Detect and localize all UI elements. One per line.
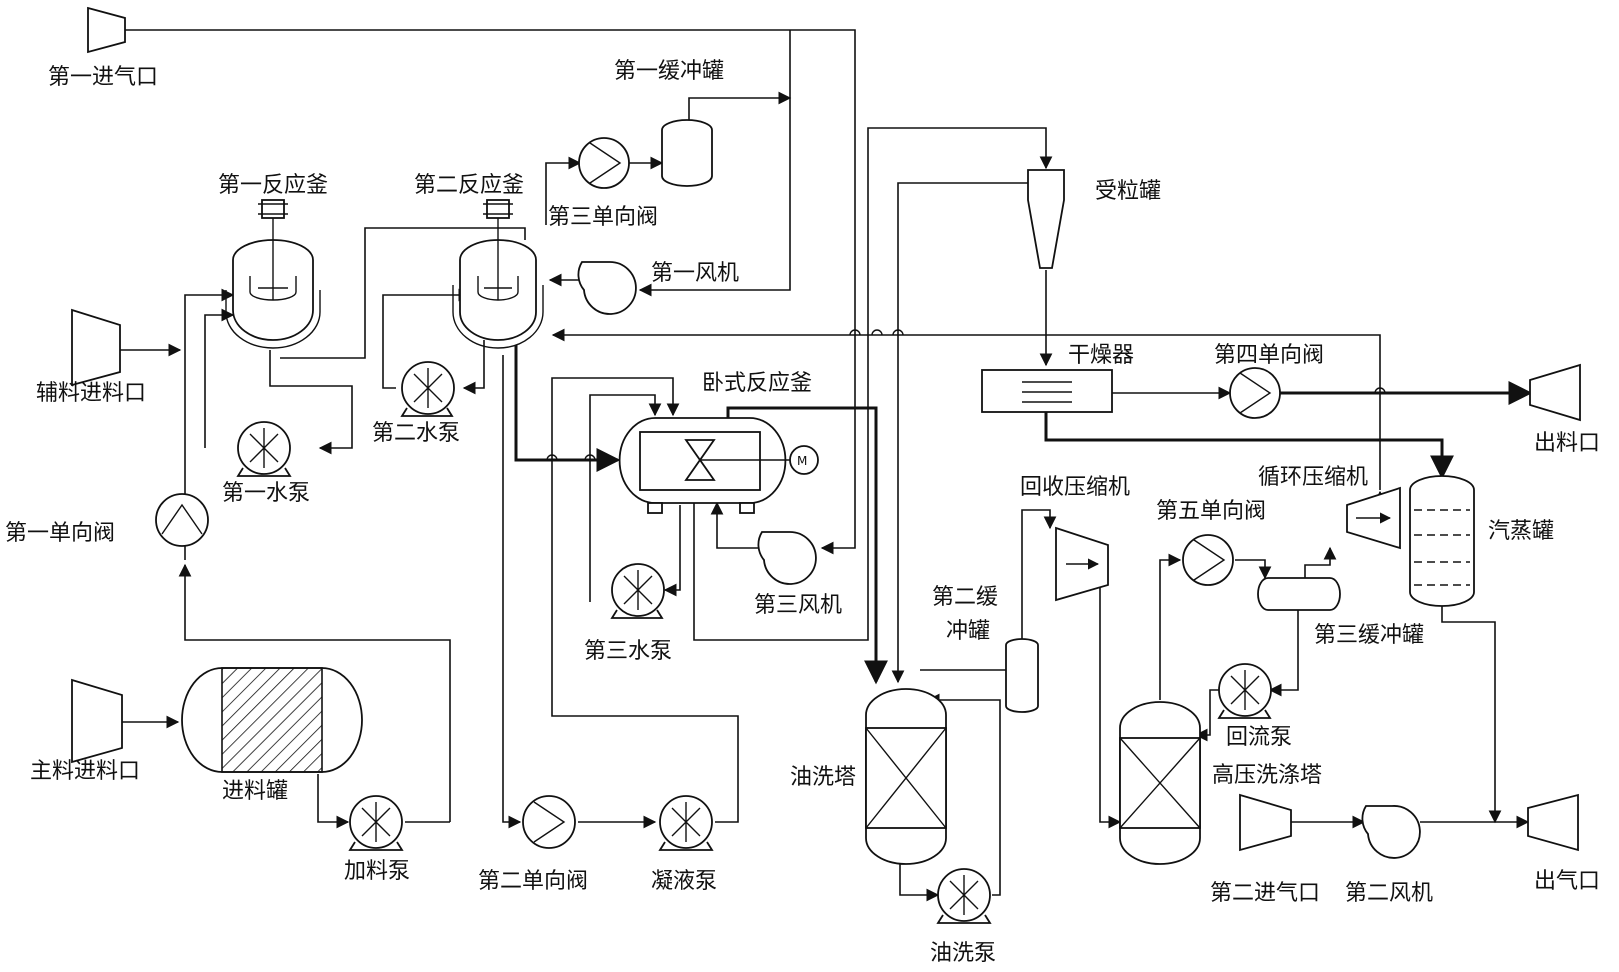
particle-tank-icon [1027, 169, 1065, 269]
check-valve-4-icon [1229, 367, 1281, 419]
reflux-pump-icon [1217, 663, 1272, 719]
water-pump-2-icon [400, 361, 455, 417]
discharge-outlet-label: 出料口 [1534, 431, 1600, 456]
recovery-compressor-icon [1055, 526, 1109, 602]
buffer-tank-2-label-line2: 冲罐 [946, 619, 990, 644]
check-valve-5-icon [1182, 534, 1234, 586]
reactor-2-label: 第二反应釜 [414, 173, 524, 198]
aux-feed-inlet-icon [71, 308, 121, 387]
horizontal-reactor-icon [618, 417, 819, 514]
check-valve-4-label: 第四单向阀 [1214, 343, 1324, 368]
fan-3-label: 第三风机 [754, 593, 842, 618]
check-valve-2-label: 第二单向阀 [478, 869, 588, 894]
pipes [120, 29, 1533, 902]
buffer-tank-2-label-line1: 第二缓 [932, 585, 998, 610]
gas-outlet-icon [1527, 793, 1579, 852]
reactor-1-icon [225, 199, 321, 349]
reactor-1-label: 第一反应釜 [218, 173, 328, 198]
reflux-pump-label: 回流泵 [1226, 725, 1292, 750]
water-pump-1-label: 第一水泵 [222, 481, 310, 506]
gas-inlet-2-icon [1239, 793, 1292, 852]
dryer-icon [981, 369, 1113, 413]
discharge-outlet-icon [1529, 363, 1581, 422]
oil-wash-pump-label: 油洗泵 [930, 941, 996, 966]
particle-tank-label: 受粒罐 [1095, 179, 1161, 204]
check-valve-1-label: 第一单向阀 [5, 521, 115, 546]
high-pressure-scrubber-label: 高压洗涤塔 [1212, 763, 1322, 788]
check-valve-3-label: 第三单向阀 [548, 205, 658, 230]
aux-feed-inlet-label: 辅料进料口 [36, 381, 146, 406]
pipe-crossings [546, 329, 1386, 461]
motor-label: M [797, 454, 807, 468]
fan-1-icon [577, 261, 637, 315]
recycle-compressor-label: 循环压缩机 [1258, 465, 1368, 490]
feed-tank-icon [181, 667, 363, 773]
buffer-tank-1-label: 第一缓冲罐 [614, 59, 724, 84]
main-feed-inlet-icon [71, 678, 123, 764]
recycle-compressor-icon [1346, 486, 1401, 550]
fan-1-label: 第一风机 [651, 261, 739, 286]
steam-tank-icon [1409, 475, 1475, 607]
gas-inlet-1-icon [87, 6, 126, 54]
fan-2-icon [1361, 805, 1421, 859]
condensate-pump-icon [658, 795, 714, 851]
steam-tank-label: 汽蒸罐 [1488, 519, 1554, 544]
condensate-pump-label: 凝液泵 [651, 869, 717, 894]
buffer-tank-2-icon [1005, 638, 1039, 713]
feed-pump-label: 加料泵 [344, 859, 410, 884]
gas-inlet-2-label: 第二进气口 [1210, 881, 1320, 906]
main-feed-inlet-label: 主料进料口 [30, 759, 140, 784]
water-pump-3-label: 第三水泵 [584, 639, 672, 664]
check-valve-5-label: 第五单向阀 [1156, 499, 1266, 524]
dryer-label: 干燥器 [1068, 343, 1134, 368]
buffer-tank-3-icon [1257, 577, 1341, 611]
check-valve-2-icon [522, 795, 576, 849]
buffer-tank-1-icon [661, 119, 713, 187]
feed-pump-icon [348, 795, 404, 851]
check-valve-3-icon [578, 137, 630, 189]
gas-inlet-1-label: 第一进气口 [48, 65, 158, 90]
water-pump-2-label: 第二水泵 [372, 421, 460, 446]
buffer-tank-3-label: 第三缓冲罐 [1314, 623, 1424, 648]
high-pressure-scrubber-icon [1119, 701, 1201, 865]
fan-2-label: 第二风机 [1345, 881, 1433, 906]
gas-outlet-label: 出气口 [1534, 869, 1600, 894]
oil-wash-pump-icon [936, 868, 992, 924]
reactor-2-icon [452, 199, 544, 349]
check-valve-1-icon [155, 493, 209, 547]
water-pump-1-icon [236, 421, 292, 477]
oil-wash-tower-label: 油洗塔 [790, 765, 856, 790]
fan-3-icon [757, 531, 817, 585]
water-pump-3-icon [610, 563, 665, 619]
recovery-compressor-label: 回收压缩机 [1020, 475, 1130, 500]
horizontal-reactor-label: 卧式反应釜 [702, 371, 812, 396]
feed-tank-label: 进料罐 [222, 779, 288, 804]
oil-wash-tower-icon [865, 688, 947, 865]
